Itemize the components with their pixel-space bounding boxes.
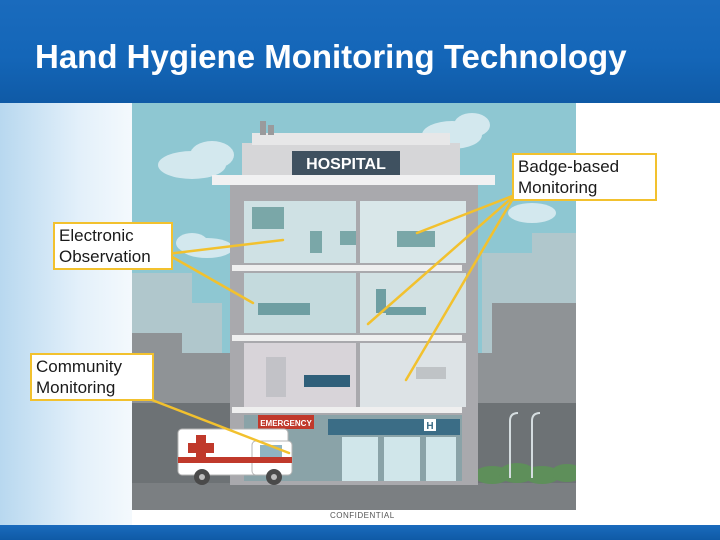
- slide-header: Hand Hygiene Monitoring Technology: [0, 0, 720, 103]
- badge-based-monitoring-callout: Badge-based Monitoring: [512, 153, 657, 201]
- hospital-sign: HOSPITAL: [306, 156, 386, 173]
- left-gradient-panel: [0, 103, 132, 525]
- callout-line-2: Observation: [59, 247, 151, 266]
- h-sign: H: [426, 421, 433, 432]
- callout-line-1: Community: [36, 357, 122, 376]
- callout-line-2: Monitoring: [518, 178, 598, 197]
- community-monitoring-callout: Community Monitoring: [30, 353, 154, 401]
- callout-line-1: Electronic: [59, 226, 134, 245]
- confidential-label: CONFIDENTIAL: [330, 511, 395, 520]
- callout-line-1: Badge-based: [518, 157, 620, 176]
- footer-bar: [0, 525, 720, 540]
- callout-line-2: Monitoring: [36, 378, 116, 397]
- electronic-observation-callout: Electronic Observation: [53, 222, 173, 270]
- slide-title: Hand Hygiene Monitoring Technology: [35, 38, 627, 75]
- emergency-sign: EMERGENCY: [260, 419, 312, 428]
- hospital-illustration: HOSPITAL EMERGENCY H: [132, 103, 576, 510]
